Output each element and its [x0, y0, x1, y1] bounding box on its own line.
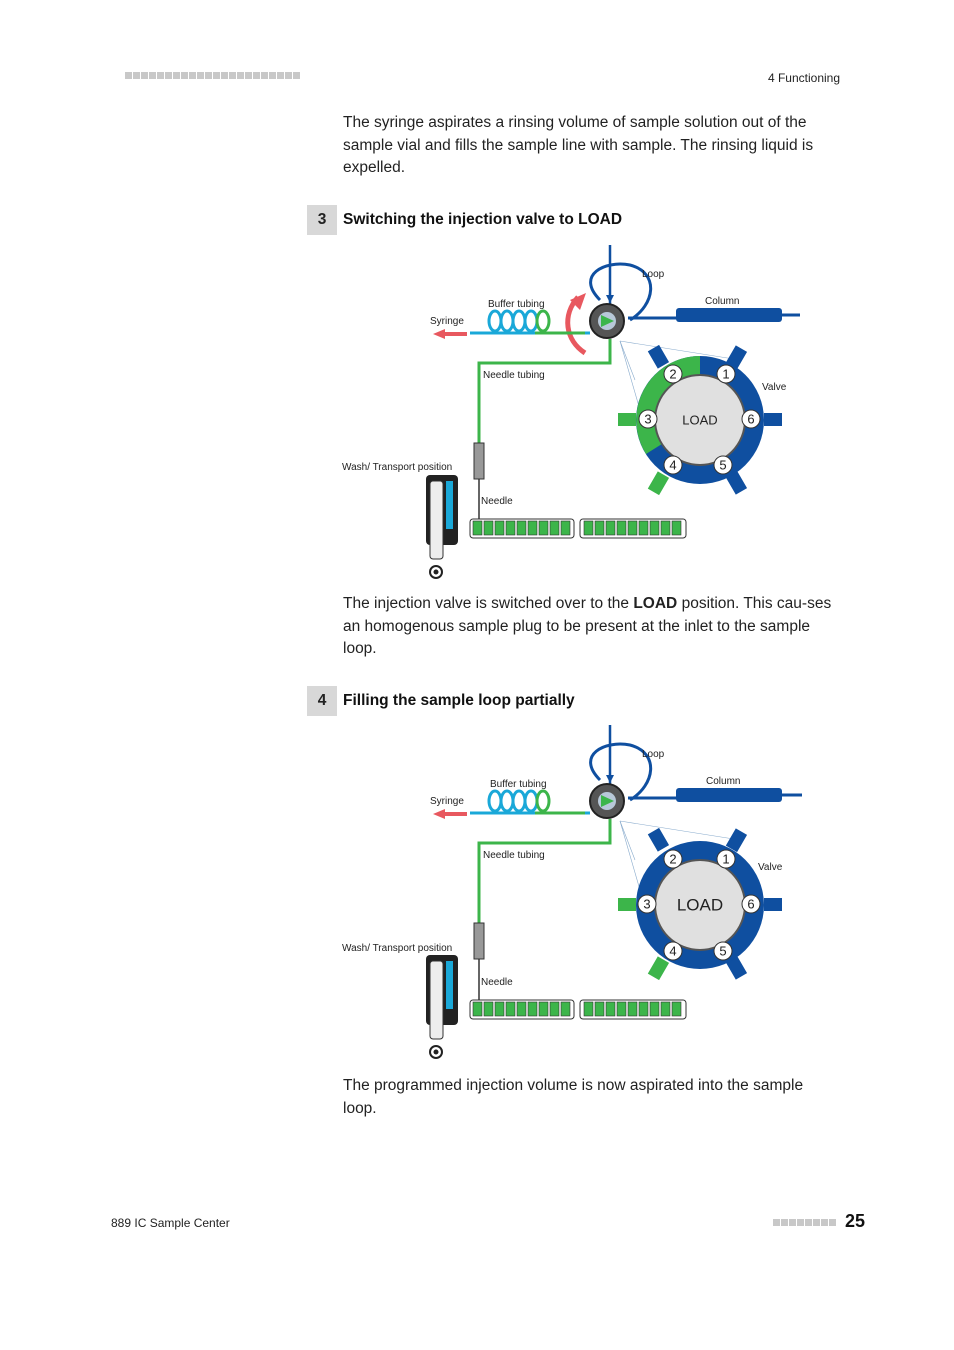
svg-text:4: 4 — [669, 944, 676, 959]
needle-tubing — [477, 819, 612, 925]
load-label: LOAD — [677, 896, 723, 915]
buffer-coil — [487, 789, 551, 813]
step-number: 3 — [307, 205, 337, 235]
wash-station — [426, 475, 458, 579]
svg-text:4: 4 — [669, 458, 676, 473]
svg-text:1: 1 — [722, 852, 729, 867]
step-4-heading: 4 Filling the sample loop partially — [307, 686, 575, 716]
svg-text:5: 5 — [719, 944, 726, 959]
buffer-tubing-label: Buffer tubing — [490, 779, 547, 790]
column — [676, 788, 782, 802]
inlet-arrow — [606, 775, 614, 783]
buffer-coil — [487, 309, 551, 333]
wash-station — [426, 955, 458, 1059]
step-title: Filling the sample loop partially — [343, 692, 575, 709]
sample-rack — [469, 518, 687, 539]
loop-label: Loop — [642, 749, 665, 760]
valve-wheel: LOAD 2 1 3 6 4 5 — [618, 827, 782, 981]
syringe-label: Syringe — [430, 796, 464, 807]
step-number: 4 — [307, 686, 337, 716]
needle-tubing — [477, 339, 612, 445]
needle-label: Needle — [481, 496, 513, 507]
needle-tubing-label: Needle tubing — [483, 370, 545, 381]
svg-text:6: 6 — [747, 897, 754, 912]
valve-rotor — [601, 795, 614, 807]
intro-paragraph: The syringe aspirates a rinsing volume o… — [343, 114, 814, 176]
needle-label: Needle — [481, 977, 513, 988]
needle-holder — [473, 922, 485, 960]
loop-tubing — [589, 742, 653, 802]
syringe-label: Syringe — [430, 316, 464, 327]
step-3-heading: 3 Switching the injection valve to LOAD — [307, 205, 622, 235]
svg-text:3: 3 — [644, 412, 651, 427]
syringe-arrow — [433, 809, 467, 819]
wash-position-label: Wash/ Transport position — [342, 462, 452, 473]
footer-product: 889 IC Sample Center — [111, 1216, 230, 1230]
wash-position-label: Wash/ Transport position — [342, 943, 452, 954]
valve-rotor — [601, 315, 614, 327]
svg-text:3: 3 — [643, 897, 650, 912]
valve-label: Valve — [762, 382, 787, 393]
valve-diagram-load-1: Loop Column Buffer tubing Syringe Needle… — [342, 245, 800, 579]
svg-text:2: 2 — [669, 367, 676, 382]
valve-label: Valve — [758, 862, 783, 873]
loop-label: Loop — [642, 269, 665, 280]
valve-wheel: LOAD 2 1 3 6 4 5 — [618, 344, 782, 496]
page-number: 25 — [845, 1211, 866, 1231]
sample-rack — [469, 999, 687, 1020]
header-decoration — [125, 72, 300, 80]
header-section: 4 Functioning — [767, 71, 840, 85]
syringe-arrow — [433, 329, 467, 339]
column-label: Column — [706, 776, 740, 787]
load-label: LOAD — [682, 413, 717, 428]
svg-text:2: 2 — [669, 852, 676, 867]
step-4-paragraph: The programmed injection volume is now a… — [343, 1077, 804, 1117]
footer-decoration — [773, 1219, 836, 1226]
loop-tubing — [589, 262, 653, 322]
svg-text:6: 6 — [747, 412, 754, 427]
column — [676, 308, 782, 322]
needle-holder — [473, 442, 485, 480]
inlet-arrow — [606, 295, 614, 303]
step-title: Switching the injection valve to LOAD — [343, 211, 623, 228]
needle-tubing-label: Needle tubing — [483, 850, 545, 861]
column-label: Column — [705, 296, 739, 307]
step-3-paragraph: The injection valve is switched over to … — [343, 595, 832, 657]
valve-diagram-load-2: Loop Column Buffer tubing Syringe Needle… — [342, 725, 802, 1059]
svg-text:1: 1 — [722, 367, 729, 382]
buffer-tubing-label: Buffer tubing — [488, 299, 545, 310]
svg-text:5: 5 — [719, 458, 726, 473]
